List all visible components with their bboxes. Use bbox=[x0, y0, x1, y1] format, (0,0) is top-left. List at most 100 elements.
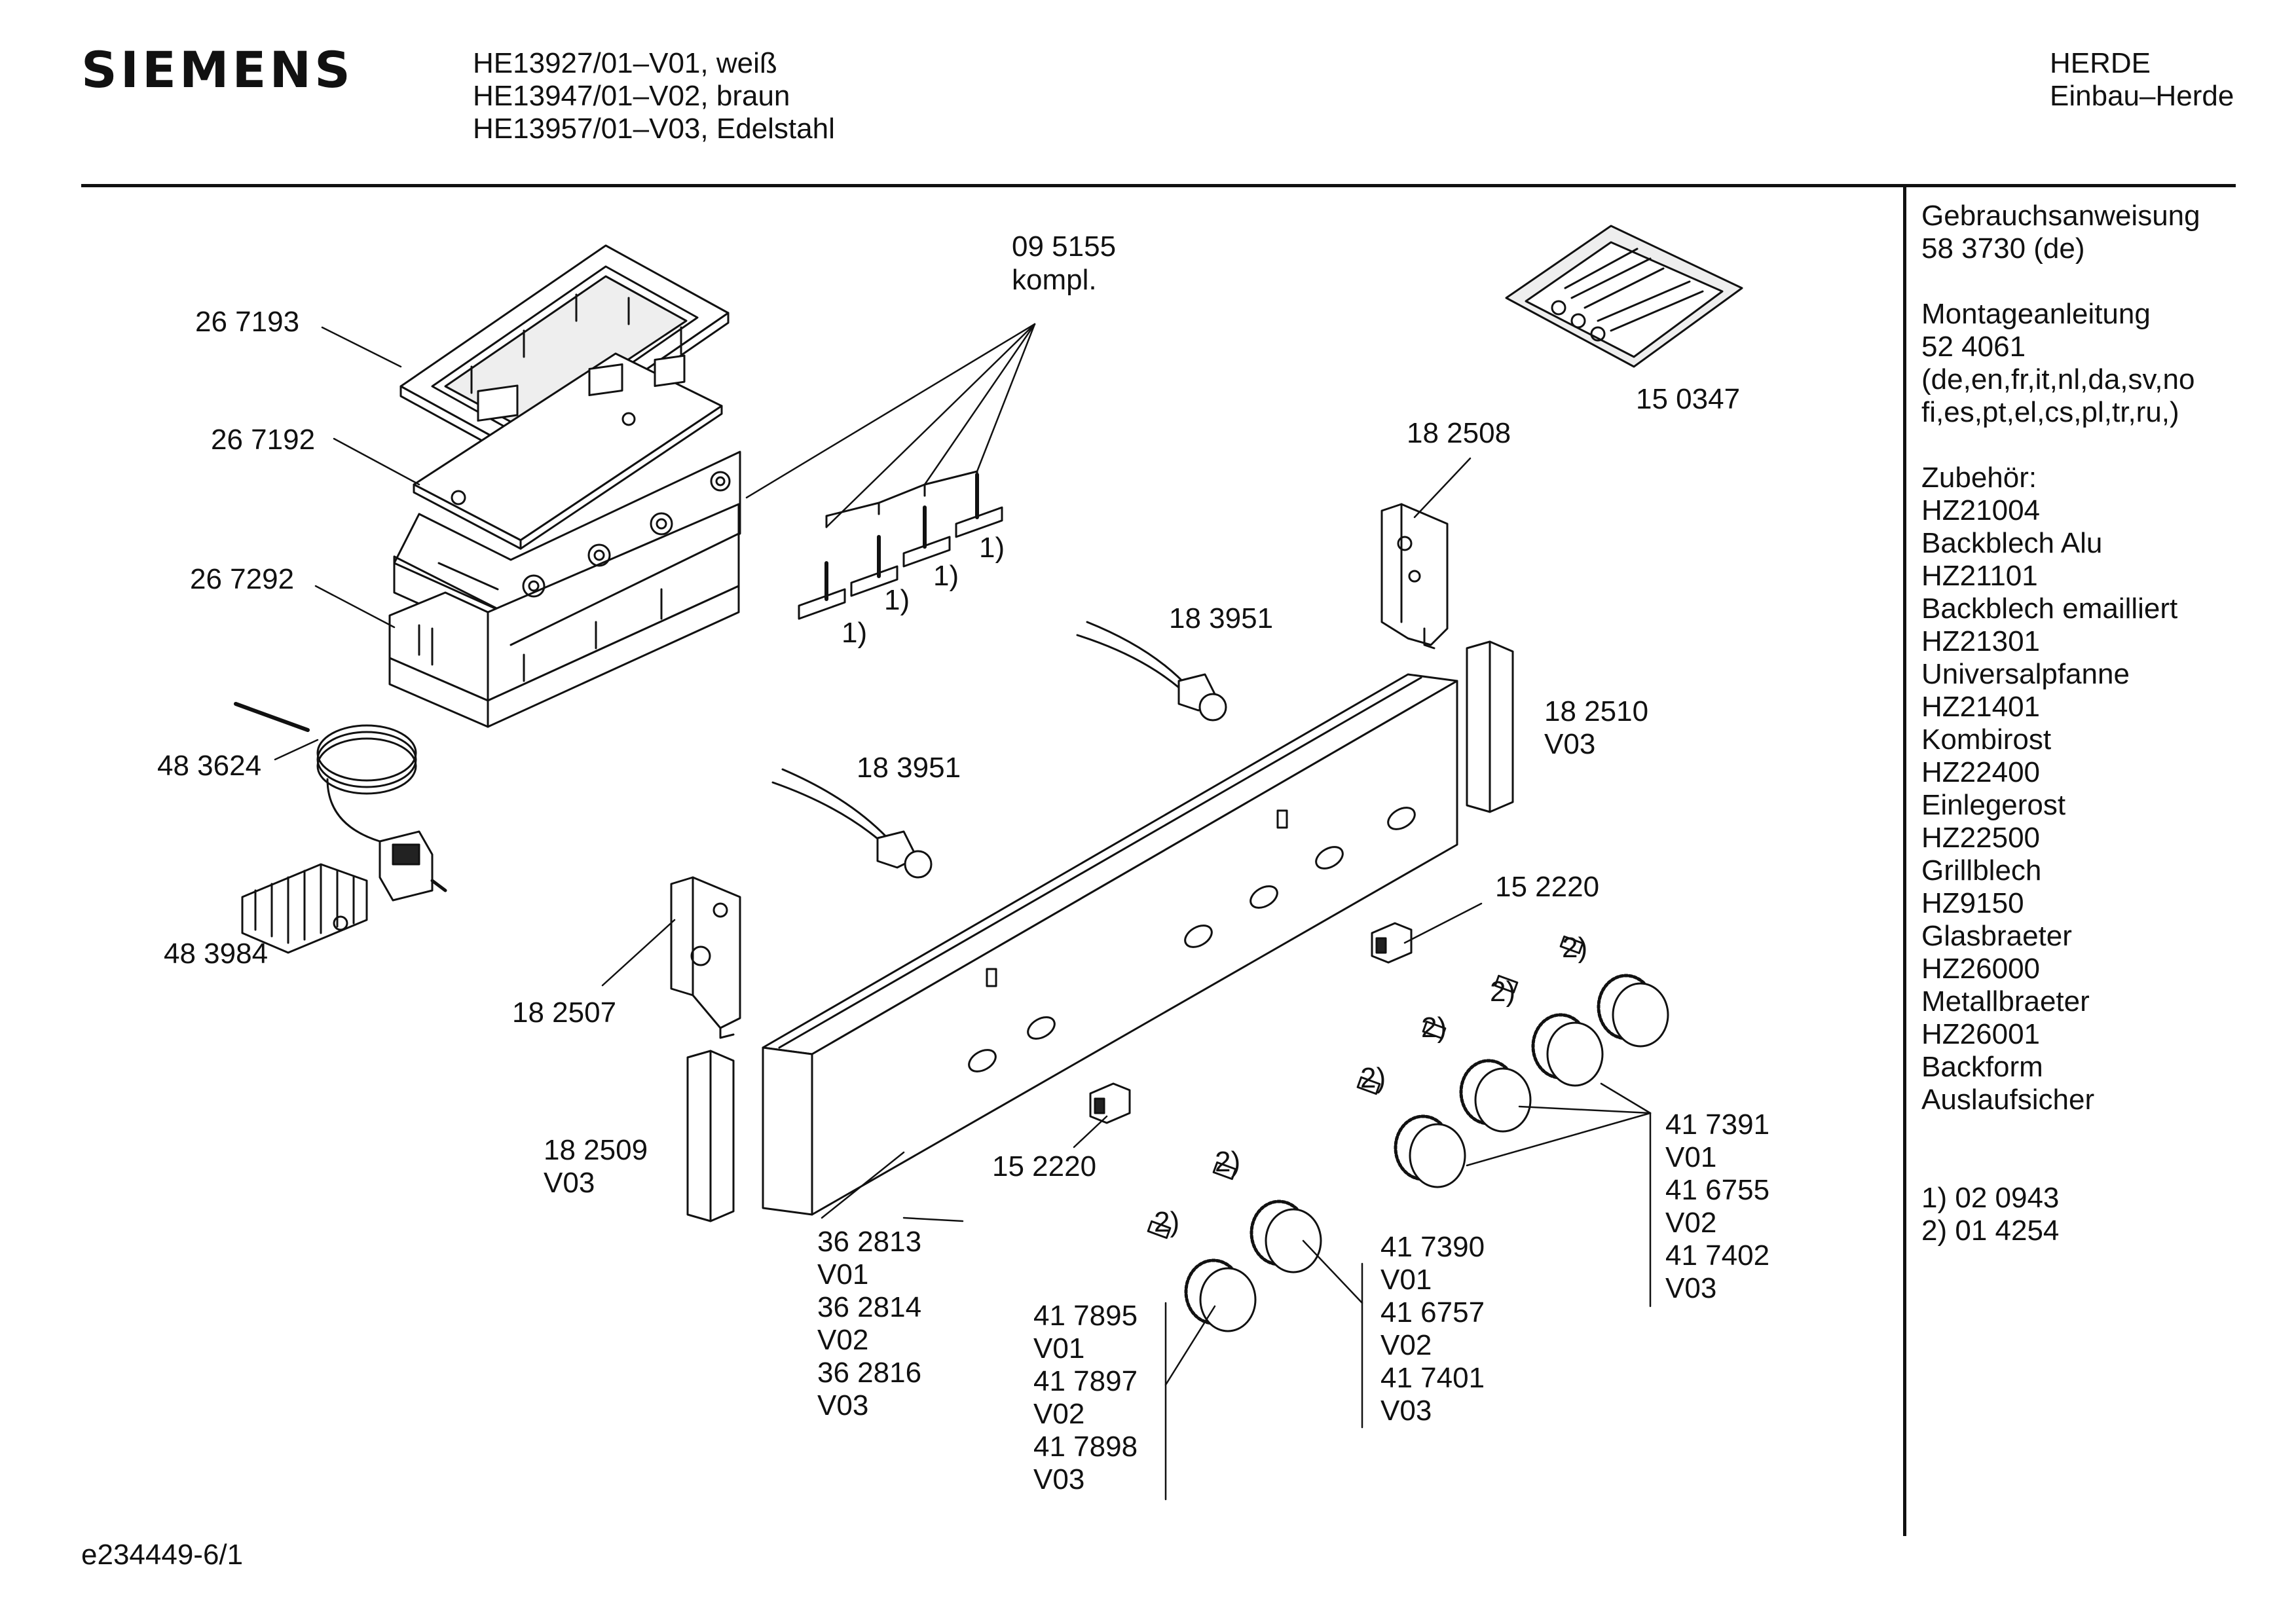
knob-icon bbox=[1147, 1220, 1257, 1332]
leader-lines bbox=[274, 323, 1652, 1501]
footnote-marker: 1) bbox=[979, 532, 1005, 564]
footnote-marker: 2) bbox=[1360, 1062, 1386, 1094]
part-group-panel: 36 2813 V01 36 2814 V02 36 2816 V03 bbox=[817, 1226, 921, 1422]
sidebar-line: HZ21101 bbox=[1921, 560, 2038, 592]
footnote-marker: 1) bbox=[933, 560, 959, 592]
part-label: 26 7192 bbox=[211, 424, 316, 456]
part-label: 36 2813 bbox=[817, 1226, 922, 1258]
sidebar-line: HZ21004 bbox=[1921, 494, 2041, 526]
sidebar-line: 2) 01 4254 bbox=[1921, 1215, 2060, 1247]
bracket-left-drawing bbox=[670, 876, 741, 1039]
part-label: 41 7390 bbox=[1380, 1231, 1485, 1263]
knob-icon bbox=[1494, 974, 1604, 1087]
knob-drawing bbox=[1147, 935, 1669, 1332]
end-cap-right-drawing bbox=[1466, 640, 1514, 813]
sidebar-line: HZ21401 bbox=[1921, 691, 2041, 723]
terminal-block-drawing bbox=[241, 863, 368, 954]
knob-icon bbox=[1422, 1020, 1532, 1133]
part-label: 41 7402 bbox=[1665, 1239, 1770, 1272]
sidebar-line: Backblech emailliert bbox=[1921, 593, 2178, 625]
part-label: 48 3624 bbox=[157, 750, 262, 782]
part-label: 26 7292 bbox=[190, 563, 295, 595]
switch-set-drawing bbox=[798, 470, 1003, 620]
hardware-bag-drawing bbox=[1505, 225, 1743, 368]
sidebar-line: HZ22400 bbox=[1921, 756, 2041, 788]
part-label: 18 2508 bbox=[1407, 417, 1511, 449]
category-line: Einbau–Herde bbox=[2050, 80, 2234, 112]
variant-label: V03 bbox=[817, 1389, 869, 1421]
part-label: 48 3984 bbox=[164, 938, 268, 970]
category-block: HERDE Einbau–Herde bbox=[2050, 47, 2234, 113]
sidebar-line: Einlegerost bbox=[1921, 789, 2066, 821]
part-label: 18 3951 bbox=[1169, 602, 1274, 634]
sidebar-line: Backform bbox=[1921, 1051, 2043, 1083]
sidebar-line: HZ21301 bbox=[1921, 625, 2041, 657]
variant-label: V01 bbox=[1665, 1141, 1717, 1173]
knob-icon bbox=[1559, 935, 1669, 1048]
part-label: 36 2816 bbox=[817, 1357, 922, 1389]
sidebar-line: Zubehör: bbox=[1921, 462, 2037, 494]
part-label: 18 2507 bbox=[512, 997, 617, 1029]
footnote-marker: 2) bbox=[1490, 976, 1516, 1008]
part-label: kompl. bbox=[1012, 264, 1097, 296]
part-label: 41 7898 bbox=[1033, 1431, 1138, 1463]
part-label: 18 3951 bbox=[857, 752, 961, 784]
part-label: 41 6757 bbox=[1380, 1296, 1485, 1328]
part-group-knob-right: 41 7391 V01 41 6755 V02 41 7402 V03 bbox=[1665, 1108, 1769, 1305]
end-cap-left-drawing bbox=[686, 1050, 735, 1222]
part-group-knob-small: 41 7895 V01 41 7897 V02 41 7898 V03 bbox=[1033, 1300, 1138, 1496]
sidebar-line: Glasbraeter bbox=[1921, 920, 2072, 952]
part-label: 09 5155 bbox=[1012, 230, 1117, 263]
part-label: V03 bbox=[1544, 728, 1596, 760]
sidebar-line: 1) 02 0943 bbox=[1921, 1182, 2060, 1214]
sidebar-line: fi,es,pt,el,cs,pl,tr,ru,) bbox=[1921, 396, 2179, 428]
variant-label: V03 bbox=[1665, 1272, 1717, 1304]
footnote-marker: 2) bbox=[1562, 932, 1588, 964]
variant-label: V03 bbox=[1380, 1395, 1432, 1427]
model-line: HE13957/01–V03, Edelstahl bbox=[473, 113, 835, 145]
part-label: 18 2510 bbox=[1544, 695, 1649, 727]
variant-label: V02 bbox=[817, 1324, 869, 1356]
siemens-logo: SIEMENS bbox=[81, 41, 354, 99]
sidebar-line: 52 4061 bbox=[1921, 331, 2026, 363]
part-group-knob-mid: 41 7390 V01 41 6757 V02 41 7401 V03 bbox=[1380, 1231, 1485, 1427]
variant-label: V02 bbox=[1380, 1329, 1432, 1361]
knob-icon bbox=[1356, 1076, 1466, 1188]
model-list: HE13927/01–V01, weiß HE13947/01–V02, bra… bbox=[473, 47, 835, 145]
part-label: 26 7193 bbox=[195, 306, 300, 338]
sidebar-line: HZ22500 bbox=[1921, 822, 2041, 854]
bracket-right-drawing bbox=[1380, 503, 1449, 650]
part-label: 41 7391 bbox=[1665, 1108, 1770, 1141]
sidebar-line: Metallbraeter bbox=[1921, 985, 2090, 1017]
model-line: HE13927/01–V01, weiß bbox=[473, 47, 777, 79]
part-label: 15 0347 bbox=[1636, 383, 1741, 415]
sidebar-line: HZ26001 bbox=[1921, 1018, 2041, 1050]
header-divider bbox=[81, 184, 2236, 187]
category-line: HERDE bbox=[2050, 47, 2151, 79]
footnote-marker: 1) bbox=[884, 584, 910, 616]
part-label: 41 7895 bbox=[1033, 1300, 1138, 1332]
sidebar-line: Universalpfanne bbox=[1921, 658, 2130, 690]
footnote-marker: 2) bbox=[1215, 1146, 1241, 1178]
sidebar-line: 58 3730 (de) bbox=[1921, 232, 2085, 265]
lamp-lower-drawing bbox=[771, 768, 933, 879]
model-line: HE13947/01–V02, braun bbox=[473, 80, 790, 112]
sidebar-line: Backblech Alu bbox=[1921, 527, 2103, 559]
thermostat-drawing bbox=[234, 702, 447, 902]
part-label: V03 bbox=[544, 1167, 595, 1199]
footnote-marker: 2) bbox=[1154, 1206, 1180, 1238]
variant-label: V01 bbox=[1380, 1264, 1432, 1296]
signal-switch-lower-drawing bbox=[1089, 1082, 1131, 1124]
variant-label: V02 bbox=[1665, 1207, 1717, 1239]
part-label: 15 2220 bbox=[992, 1150, 1097, 1182]
variant-label: V01 bbox=[1033, 1332, 1085, 1365]
insert-plate-drawing bbox=[413, 352, 723, 550]
sidebar-line: Auslaufsicher bbox=[1921, 1084, 2095, 1116]
sidebar-divider bbox=[1903, 184, 1906, 1536]
variant-label: V02 bbox=[1033, 1398, 1085, 1430]
part-label: 41 7897 bbox=[1033, 1365, 1138, 1397]
knob-icon bbox=[1212, 1161, 1322, 1273]
sidebar-line: Gebrauchsanweisung bbox=[1921, 200, 2200, 232]
